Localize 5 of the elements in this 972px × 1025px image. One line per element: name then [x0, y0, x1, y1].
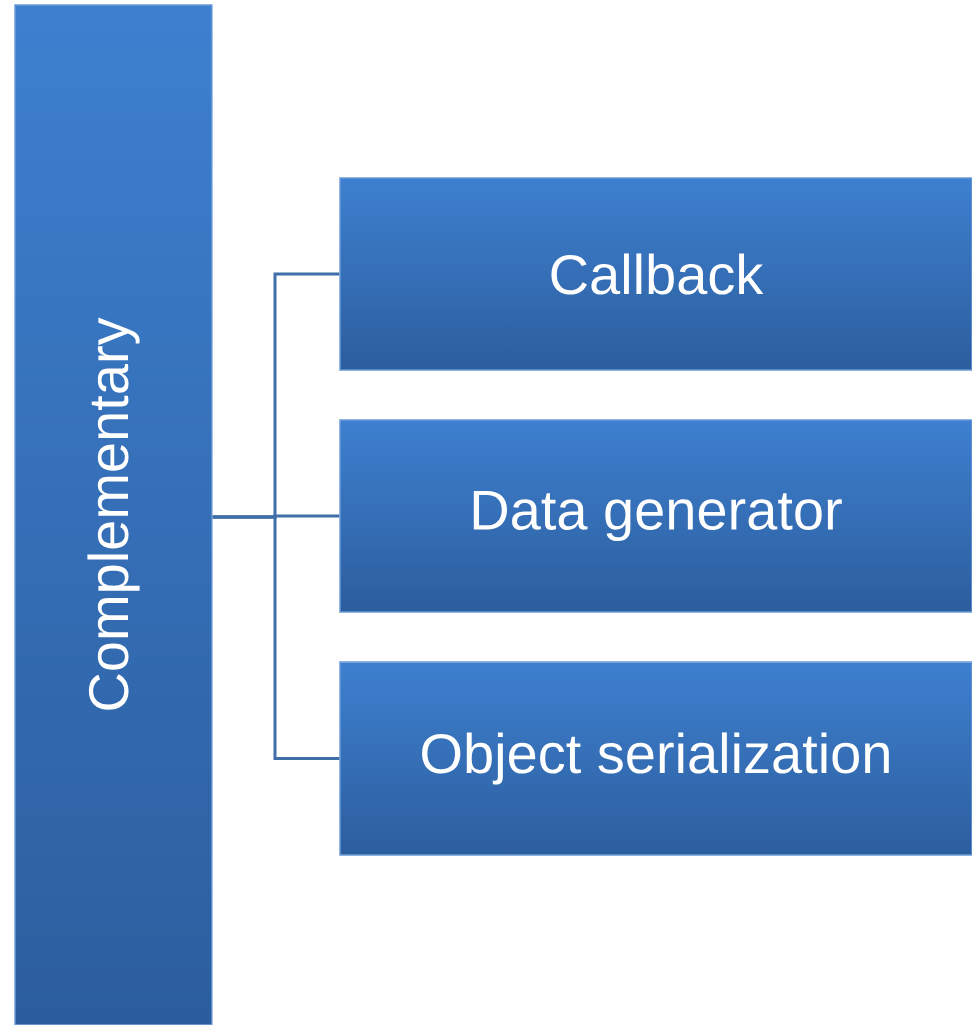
- connector-line: [212, 515, 340, 760]
- item-box: Data generator: [339, 419, 972, 613]
- category-bar: Complementary: [14, 4, 213, 1025]
- item-box: Object serialization: [339, 661, 972, 856]
- item-box: Callback: [339, 177, 972, 371]
